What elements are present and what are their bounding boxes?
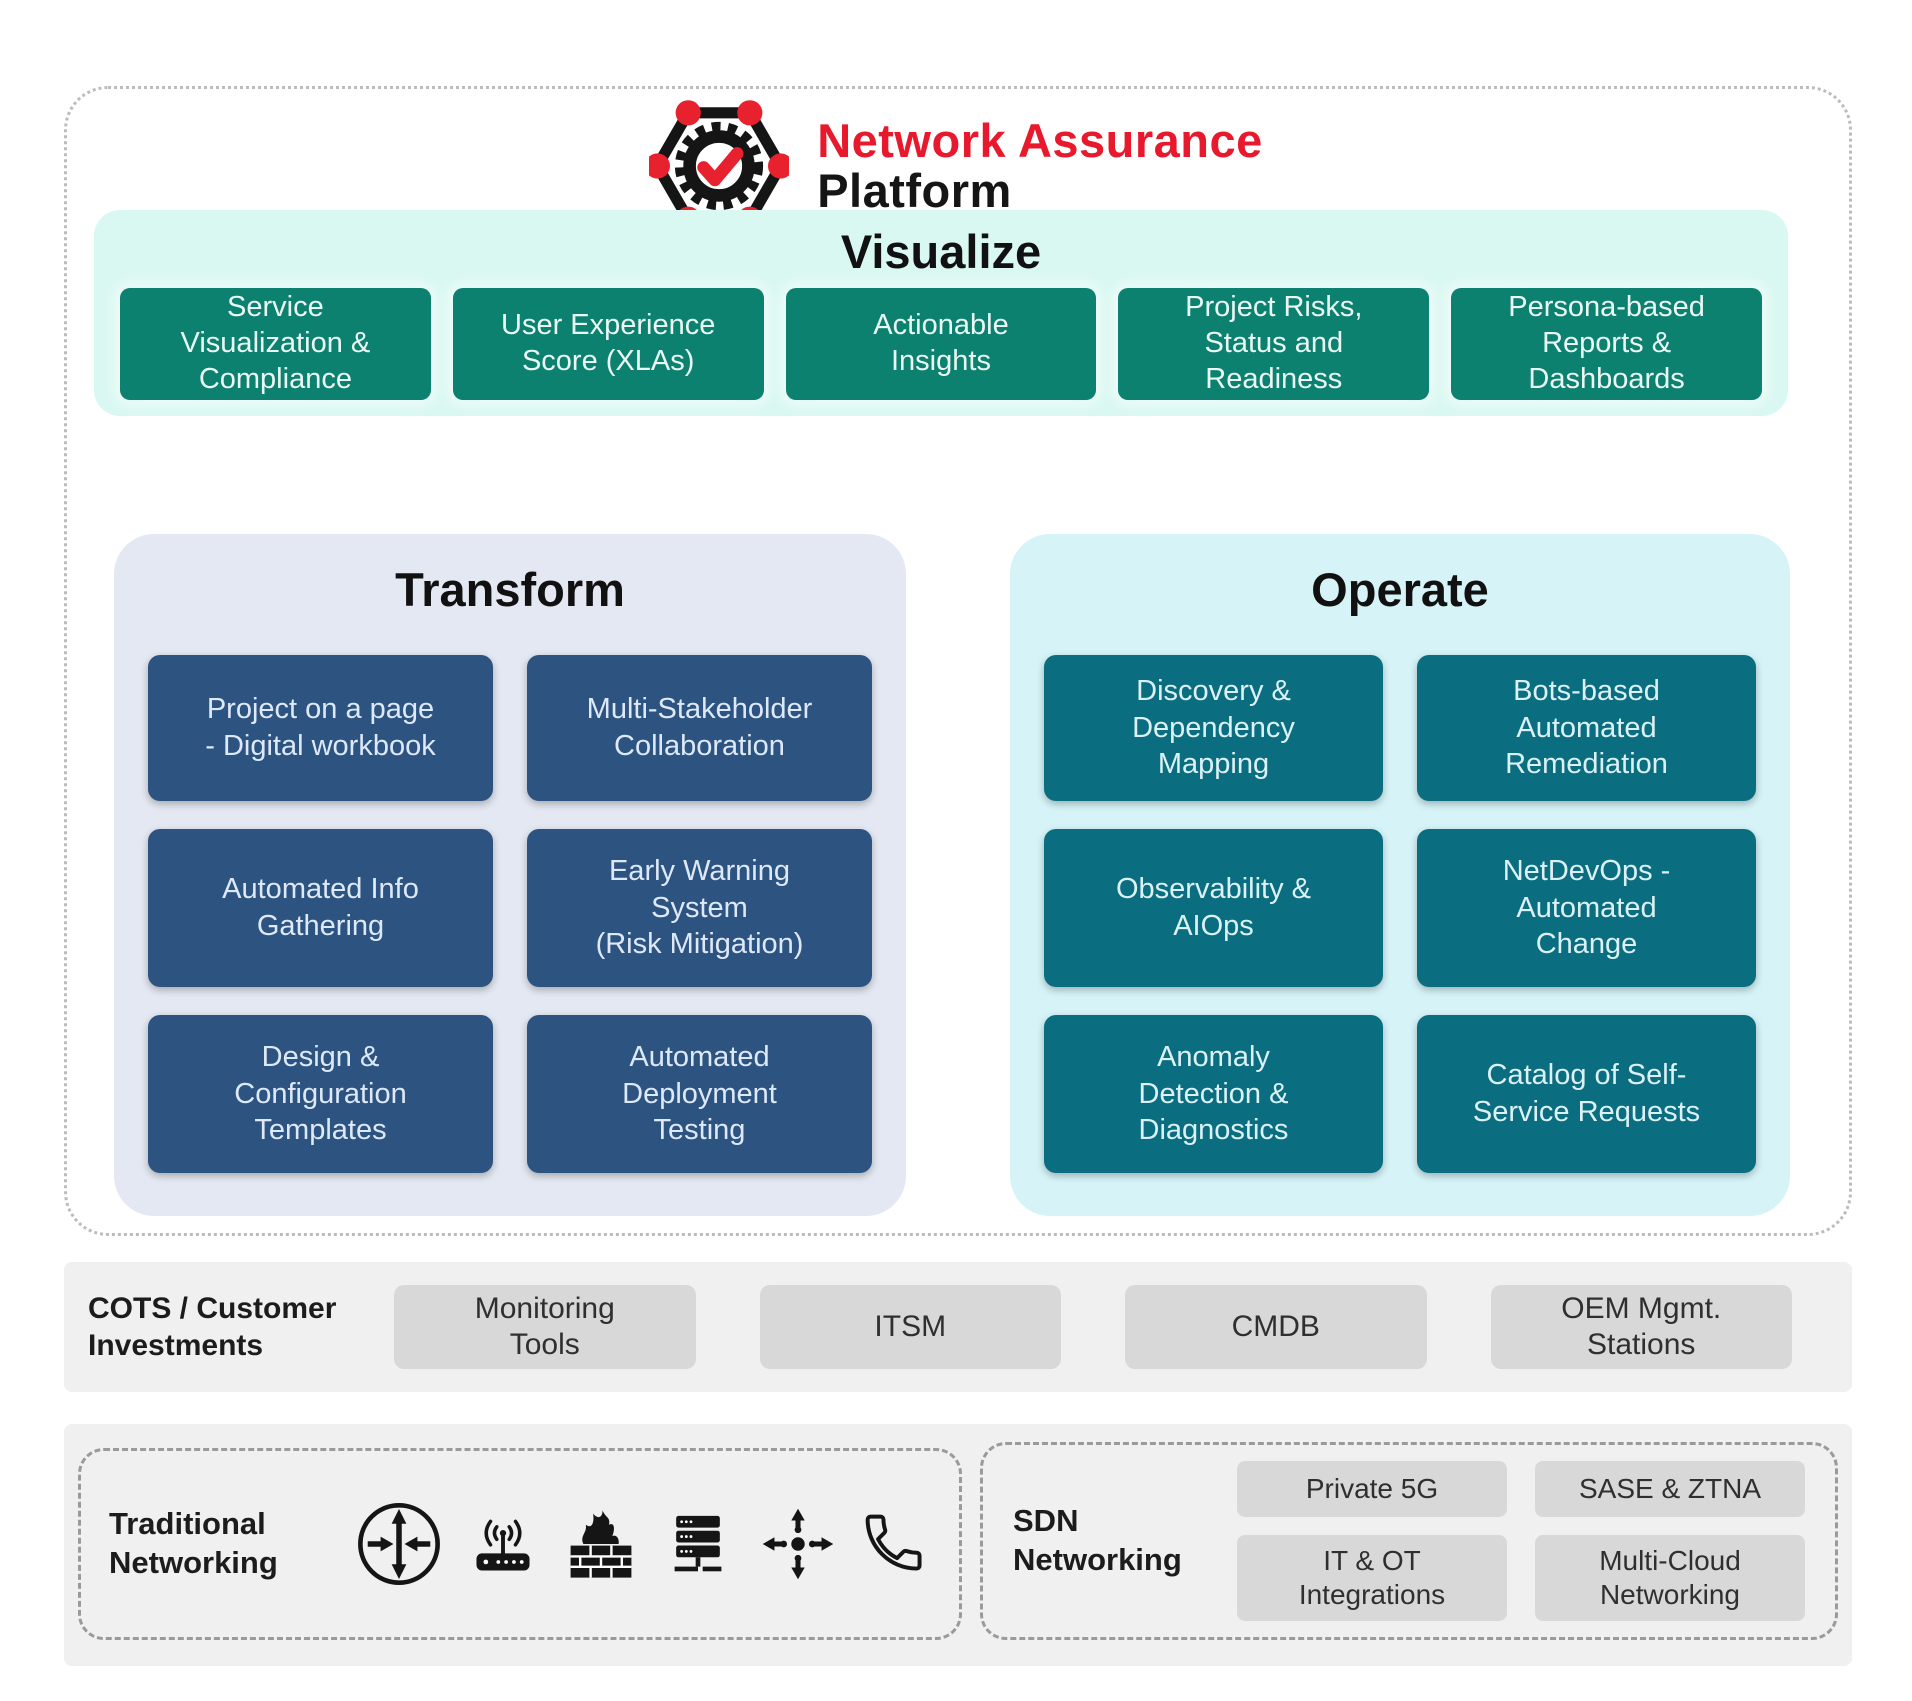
traditional-networking-group: Traditional Networking xyxy=(78,1448,962,1640)
transform-boxes: Project on a page - Digital workbook Mul… xyxy=(148,655,872,1173)
operate-box-anomaly-detection: Anomaly Detection & Diagnostics xyxy=(1044,1015,1383,1173)
cots-boxes: Monitoring Tools ITSM CMDB OEM Mgmt. Sta… xyxy=(394,1285,1792,1369)
visualize-box-project-risks: Project Risks, Status and Readiness xyxy=(1118,288,1430,400)
transform-box-multi-stakeholder: Multi-Stakeholder Collaboration xyxy=(527,655,872,801)
sdn-box-sase-ztna: SASE & ZTNA xyxy=(1535,1461,1805,1517)
transform-box-design-configuration: Design & Configuration Templates xyxy=(148,1015,493,1173)
transform-box-project-on-a-page: Project on a page - Digital workbook xyxy=(148,655,493,801)
platform-title-line1: Network Assurance xyxy=(817,114,1263,168)
operate-box-discovery-dependency: Discovery & Dependency Mapping xyxy=(1044,655,1383,801)
visualize-title: Visualize xyxy=(840,225,1042,278)
sdn-box-private-5g: Private 5G xyxy=(1237,1461,1507,1517)
visualize-box-user-experience-score: User Experience Score (XLAs) xyxy=(452,288,764,400)
router-icon xyxy=(358,1503,440,1585)
cots-box-oem-mgmt-stations: OEM Mgmt. Stations xyxy=(1490,1285,1792,1369)
transform-box-automated-info-gathering: Automated Info Gathering xyxy=(148,829,493,987)
platform-title: Network Assurance Platform xyxy=(817,116,1263,216)
traditional-networking-icons xyxy=(353,1498,931,1590)
platform-title-line2: Platform xyxy=(817,164,1012,217)
operate-title: Operate xyxy=(1311,563,1489,616)
sdn-box-it-ot-integrations: IT & OT Integrations xyxy=(1237,1535,1507,1621)
visualize-box-service-visualization: Service Visualization & Compliance xyxy=(120,288,431,400)
sdn-box-multi-cloud-networking: Multi-Cloud Networking xyxy=(1535,1535,1805,1621)
transform-section: Transform Project on a page - Digital wo… xyxy=(114,534,906,1216)
visualize-box-persona-reports: Persona-based Reports & Dashboards xyxy=(1451,288,1762,400)
traditional-networking-label: Traditional Networking xyxy=(109,1506,278,1580)
operate-section: Operate Discovery & Dependency Mapping B… xyxy=(1010,534,1790,1216)
networking-section: Traditional Networking xyxy=(64,1424,1852,1666)
firewall-icon xyxy=(570,1510,631,1578)
visualize-box-actionable-insights: Actionable Insights xyxy=(785,288,1097,400)
phone-icon xyxy=(865,1514,922,1571)
cots-box-cmdb: CMDB xyxy=(1125,1285,1427,1369)
cots-label: COTS / Customer Investments xyxy=(88,1291,337,1363)
switch-icon xyxy=(762,1508,834,1580)
transform-title: Transform xyxy=(395,563,625,616)
cots-box-monitoring-tools: Monitoring Tools xyxy=(394,1285,696,1369)
visualize-section: Visualize Service Visualization & Compli… xyxy=(94,210,1788,416)
operate-boxes: Discovery & Dependency Mapping Bots-base… xyxy=(1044,655,1756,1173)
wireless-ap-icon xyxy=(476,1519,530,1571)
sdn-networking-label: SDN Networking xyxy=(1013,1503,1182,1577)
visualize-boxes: Service Visualization & Compliance User … xyxy=(120,288,1762,400)
operate-box-self-service-catalog: Catalog of Self- Service Requests xyxy=(1417,1015,1756,1173)
server-icon xyxy=(674,1515,722,1572)
transform-box-automated-deployment-testing: Automated Deployment Testing xyxy=(527,1015,872,1173)
cots-section: COTS / Customer Investments Monitoring T… xyxy=(64,1262,1852,1392)
sdn-networking-boxes: Private 5G SASE & ZTNA IT & OT Integrati… xyxy=(1237,1461,1805,1621)
transform-box-early-warning-system: Early Warning System (Risk Mitigation) xyxy=(527,829,872,987)
operate-box-bots-remediation: Bots-based Automated Remediation xyxy=(1417,655,1756,801)
sdn-networking-group: SDN Networking Private 5G SASE & ZTNA IT… xyxy=(980,1442,1838,1640)
operate-box-observability-aiops: Observability & AIOps xyxy=(1044,829,1383,987)
cots-box-itsm: ITSM xyxy=(759,1285,1061,1369)
operate-box-netdevops: NetDevOps - Automated Change xyxy=(1417,829,1756,987)
